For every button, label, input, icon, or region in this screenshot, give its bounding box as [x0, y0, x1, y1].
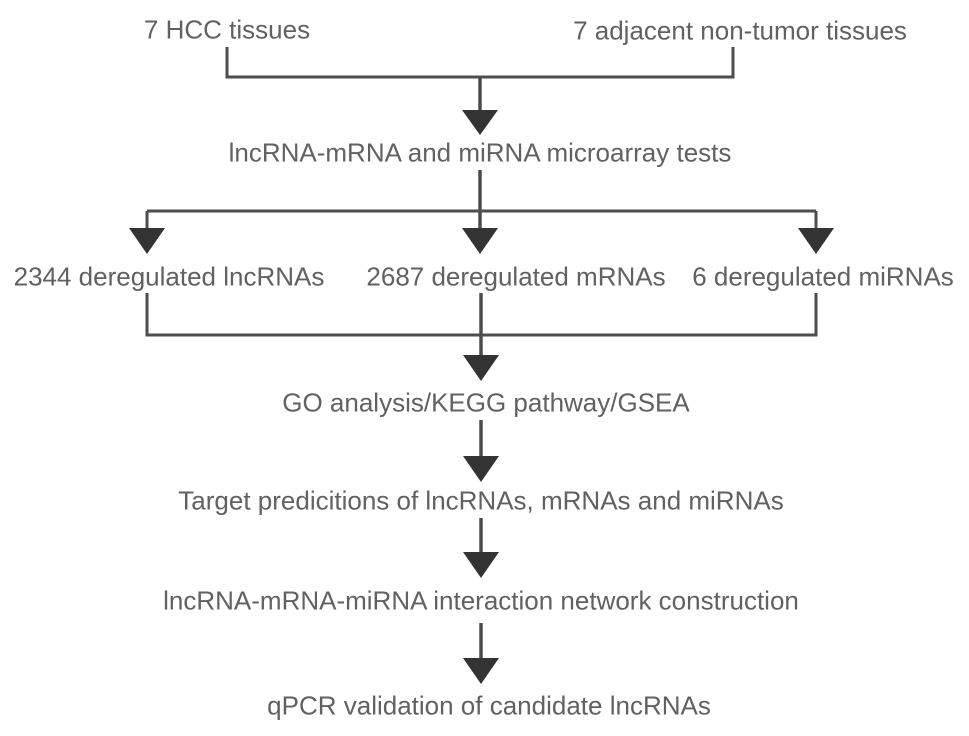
split-right-arrowhead [798, 228, 834, 254]
node-hcc-tissues: 7 HCC tissues [143, 14, 311, 45]
arrow-to-qpcr-head [463, 658, 499, 684]
node-deregulated-lncrnas: 2344 deregulated lncRNAs [13, 261, 325, 292]
node-qpcr-validation: qPCR validation of candidate lncRNAs [267, 690, 711, 721]
node-adjacent-tissues: 7 adjacent non-tumor tissues [573, 15, 907, 46]
node-microarray-tests: lncRNA-mRNA and miRNA microarray tests [228, 137, 732, 168]
split-left-arrowhead [129, 228, 165, 254]
node-go-kegg-gsea: GO analysis/KEGG pathway/GSEA [282, 387, 690, 418]
node-deregulated-mirnas: 6 deregulated miRNAs [692, 261, 954, 292]
arrow-to-go-head [463, 355, 499, 381]
arrow-to-target-head [463, 456, 499, 482]
arrow-to-microarray-head [462, 110, 498, 135]
arrow-to-network-head [463, 552, 499, 578]
split-center-arrowhead [462, 228, 498, 254]
node-target-predictions: Target predicitions of lncRNAs, mRNAs an… [178, 485, 784, 516]
node-network-construction: lncRNA-mRNA-miRNA interaction network co… [163, 585, 799, 616]
node-deregulated-mrnas: 2687 deregulated mRNAs [366, 261, 666, 292]
source-merge-bracket [225, 47, 735, 79]
